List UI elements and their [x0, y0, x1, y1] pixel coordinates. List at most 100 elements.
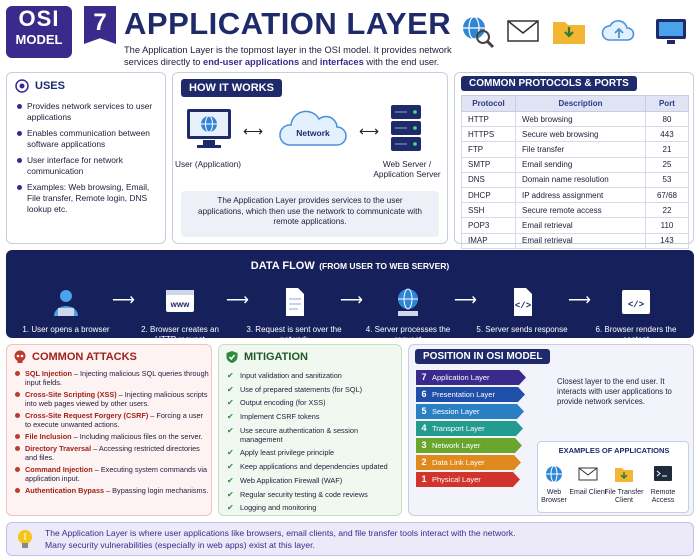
terminal-icon	[654, 466, 672, 481]
protocols-title: COMMON PROTOCOLS & PORTS	[461, 76, 637, 91]
port-cell: 53	[644, 171, 690, 188]
how-it-works-panel: HOW IT WORKS ⟷ Network ⟷ User (Applicati…	[172, 72, 448, 244]
monitor-icon	[656, 19, 686, 44]
network-cloud-icon	[279, 110, 347, 146]
globe-server-icon	[398, 288, 418, 316]
server-label: Web Server / Application Server	[373, 159, 441, 179]
port-cell: 80	[644, 110, 690, 128]
osi-layer-name: Transport Layer	[432, 424, 485, 433]
port-cell: 22	[644, 202, 690, 219]
description-cell: Email retrieval	[515, 217, 646, 234]
list-item: Directory Traversal – Accessing restrict…	[13, 444, 209, 462]
osi-layer-name: Network Layer	[432, 441, 481, 450]
footer-line1: The Application Layer is where user appl…	[45, 528, 516, 538]
flow-step-label: 5. Server sends response	[476, 325, 568, 334]
osi-layer-name: Physical Layer	[432, 475, 481, 484]
flow-step: 4. Server processes the request	[358, 286, 458, 345]
mitigation-panel: MITIGATION Input validation and sanitiza…	[218, 344, 402, 516]
protocols-panel: COMMON PROTOCOLS & PORTS Protocol Descri…	[454, 72, 694, 249]
flow-step-label: 1. User opens a browser	[22, 325, 110, 334]
position-title: POSITION IN OSI MODEL	[415, 349, 551, 364]
osi-layer-name: Application Layer	[432, 373, 490, 382]
list-item: Output encoding (for XSS)	[227, 398, 399, 407]
arrow-right-icon: ⟶	[112, 292, 135, 309]
description-cell: IP address assignment	[515, 186, 646, 204]
protocol-cell: HTTP	[460, 110, 517, 128]
osi-layer-number: 7	[421, 372, 427, 382]
list-item: Cross-Site Scripting (XSS) – Injecting m…	[13, 390, 209, 408]
code-document-icon: </>	[514, 288, 532, 316]
how-it-works-caption: The Application Layer provides services …	[181, 191, 439, 237]
user-computer-icon	[187, 109, 231, 148]
footer-text: The Application Layer is where user appl…	[45, 528, 685, 551]
user-icon	[54, 290, 78, 316]
shield-check-icon	[226, 351, 238, 363]
double-arrow-icon: ⟷	[243, 123, 264, 139]
example-app: Email Client	[568, 464, 608, 497]
protocol-cell: POP3	[460, 217, 517, 234]
column-header: Protocol	[460, 95, 517, 112]
list-item: Logging and monitoring	[227, 503, 399, 512]
data-flow-subtitle: (FROM USER TO WEB SERVER)	[319, 261, 450, 271]
protocol-cell: FTP	[460, 141, 517, 158]
globe-icon	[546, 465, 562, 483]
arrow-right-icon: ⟶	[568, 292, 591, 309]
list-item: User interface for network communication	[15, 155, 161, 177]
example-app: Web Browser	[534, 464, 574, 505]
example-app-label: Email Client	[569, 489, 607, 496]
description-cell: Secure web browsing	[515, 126, 646, 143]
arrow-right-icon: ⟶	[340, 292, 363, 309]
description-cell: Email retrieval	[515, 232, 646, 249]
osi-layer-number: 2	[421, 457, 427, 467]
globe-search-icon	[463, 16, 495, 49]
port-cell: 21	[644, 141, 690, 158]
double-arrow-icon: ⟷	[359, 123, 380, 139]
protocol-cell: DHCP	[460, 186, 517, 204]
description-cell: Secure remote access	[515, 202, 646, 219]
target-icon	[15, 79, 29, 93]
attacks-list: SQL Injection – Injecting malicious SQL …	[13, 369, 209, 498]
port-cell: 25	[644, 156, 690, 173]
list-item: Apply least privilege principle	[227, 448, 399, 457]
osi-layer-number: 5	[421, 406, 427, 416]
list-item: Web Application Firewall (WAF)	[227, 476, 399, 485]
uses-header: USES	[15, 79, 65, 93]
osi-layer-number: 3	[421, 440, 427, 450]
port-cell: 143	[644, 232, 690, 249]
footer-note: The Application Layer is where user appl…	[6, 522, 694, 556]
list-item: Use of prepared statements (for SQL)	[227, 385, 399, 394]
list-item: Input validation and sanitization	[227, 371, 399, 380]
attacks-title: COMMON ATTACKS	[32, 351, 137, 363]
list-item: SQL Injection – Injecting malicious SQL …	[13, 369, 209, 387]
protocol-cell: SSH	[460, 202, 517, 219]
examples-title: EXAMPLES OF APPLICATIONS	[558, 446, 670, 455]
mitigation-header: MITIGATION	[225, 350, 308, 364]
data-flow-banner: DATA FLOW (FROM USER TO WEB SERVER) 1. U…	[6, 250, 694, 344]
list-item: Implement CSRF tokens	[227, 412, 399, 421]
lightbulb-icon	[18, 530, 32, 548]
port-cell: 67/68	[644, 186, 690, 204]
uses-title: USES	[35, 80, 65, 92]
uses-panel: USES Provides network services to user a…	[6, 72, 166, 244]
mail-icon	[507, 20, 539, 42]
protocol-cell: IMAP	[460, 232, 517, 249]
skull-icon	[14, 350, 26, 363]
column-header: Description	[515, 95, 646, 112]
mitigation-list: Input validation and sanitization Use of…	[227, 371, 399, 517]
description-cell: Email sending	[515, 156, 646, 173]
example-app: Remote Access	[643, 464, 683, 505]
data-flow-heading: DATA FLOW (FROM USER TO WEB SERVER)	[6, 256, 694, 274]
osi-layer-row: 7 Application Layer	[416, 370, 526, 385]
list-item: Cross-Site Request Forgery (CSRF) – Forc…	[13, 411, 209, 429]
list-item: Examples: Web browsing, Email, File tran…	[15, 182, 161, 215]
